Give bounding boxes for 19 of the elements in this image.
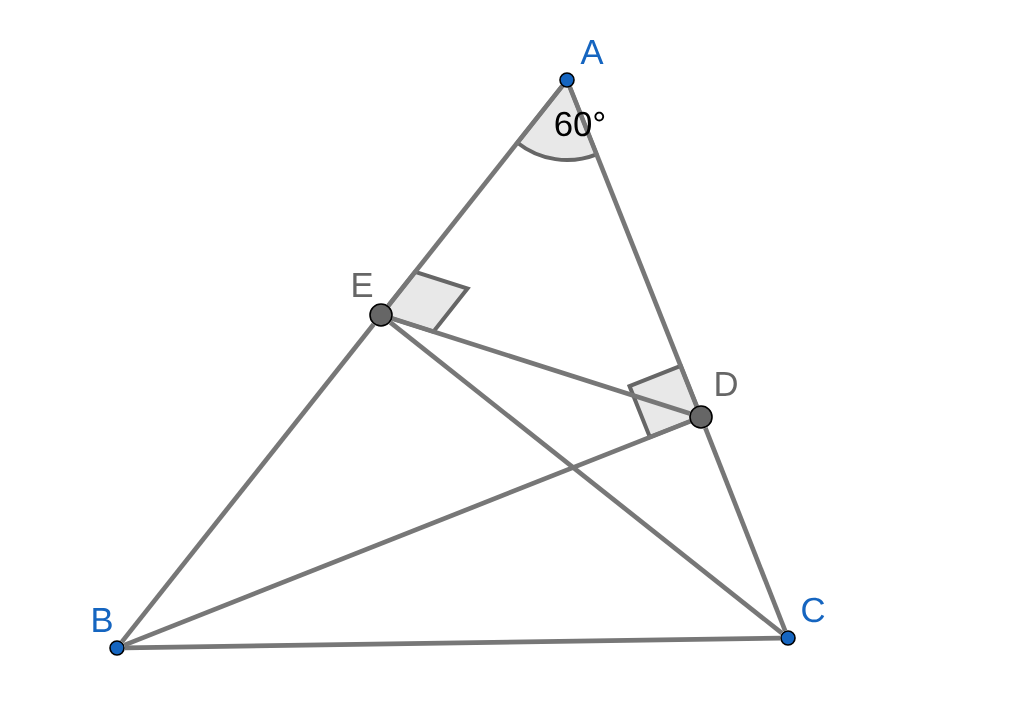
node-label: D <box>716 372 737 396</box>
line-segment <box>567 86 699 407</box>
line-segment <box>391 316 691 416</box>
line-segment <box>124 635 781 651</box>
point: B <box>89 606 125 656</box>
point: D <box>689 370 740 429</box>
point: A <box>559 38 605 88</box>
angle-label: 60° <box>555 111 605 137</box>
node-label: B <box>93 608 112 632</box>
point: E <box>349 271 393 327</box>
node-label: A <box>580 40 604 64</box>
node-label: E <box>353 273 373 297</box>
line-segment <box>123 419 691 648</box>
line-segment <box>386 84 564 308</box>
line-segment <box>388 320 784 635</box>
line-segment <box>120 322 376 644</box>
line-segment <box>703 427 788 632</box>
node-label: C <box>802 597 825 623</box>
point: C <box>780 596 827 646</box>
